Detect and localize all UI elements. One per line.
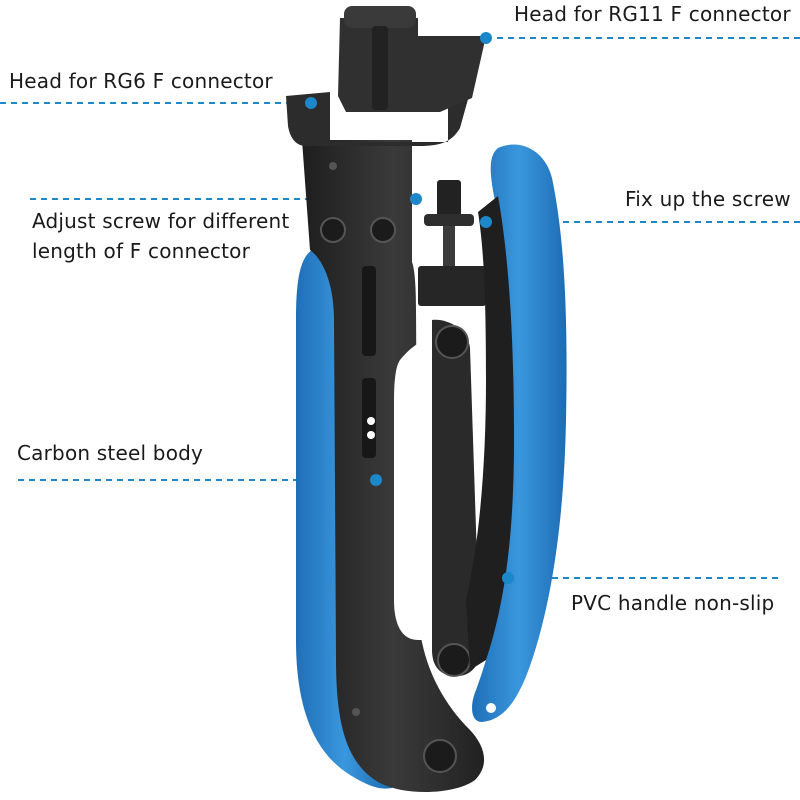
callout-fix-screw: Fix up the screw (625, 187, 791, 211)
small-rivet-2 (352, 708, 360, 716)
small-rivet (329, 162, 337, 170)
pvc-handle (472, 144, 567, 723)
adjust-screw (418, 180, 486, 306)
body-hole-2 (367, 431, 375, 439)
callout-adjust-line1: Adjust screw for different (32, 209, 290, 233)
carbon-steel-body (302, 140, 485, 793)
rg11-head-cap (344, 6, 416, 28)
callout-adjust-line2: length of F connector (32, 239, 250, 263)
leader-dots (305, 32, 514, 584)
callout-adjust-screw: Adjust screw for different length of F c… (32, 206, 289, 266)
rg11-head (338, 18, 486, 112)
callout-carbon-body: Carbon steel body (17, 441, 204, 465)
pivot-screws (320, 217, 471, 773)
body-slot-upper (362, 266, 376, 356)
left-blue-grip (296, 250, 392, 789)
body-hole-1 (367, 417, 375, 425)
callout-pvc-handle: PVC handle non-slip (571, 591, 775, 615)
body-slot (394, 340, 428, 640)
pvc-handle-inner (466, 196, 514, 670)
callout-rg6-head: Head for RG6 F connector (9, 69, 273, 93)
callout-rg11-head: Head for RG11 F connector (514, 2, 791, 26)
rg11-head-slot (372, 26, 388, 110)
handle-rivet (486, 703, 496, 713)
linkage-bar (432, 319, 480, 677)
